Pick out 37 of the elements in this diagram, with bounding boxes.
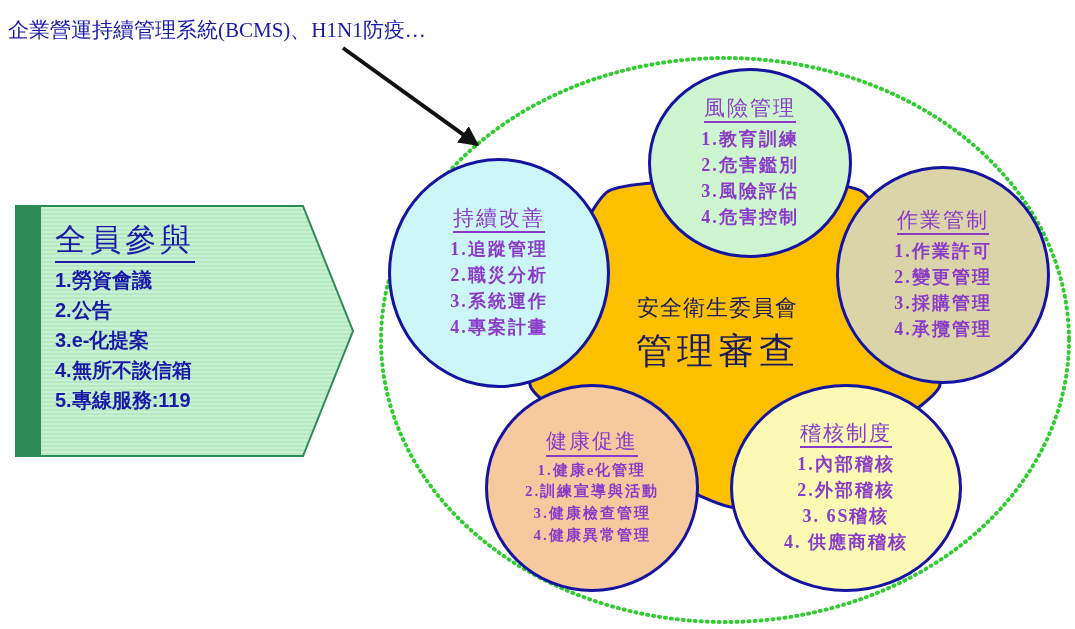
list-item: 3. 6S稽核 [802,505,890,529]
box-heading: 全員參與 [55,219,195,263]
list-item: 1.作業許可 [894,239,992,263]
list-item: 1.內部稽核 [797,452,895,476]
list-item: 3.e-化提案 [55,328,150,353]
heading-text: 企業營運持續管理系統(BCMS)、H1N1防疫… [8,17,426,44]
list-item: 2.外部稽核 [797,479,895,502]
list-item: 2.變更管理 [894,266,992,289]
circle-heading: 持續改善 [453,205,545,233]
circle-heading: 健康促進 [546,429,638,457]
list-item: 2.訓練宣導與活動 [524,482,660,502]
list-item: 4. 供應商稽核 [784,531,908,555]
list-item: 4.無所不談信箱 [55,358,192,383]
chevron-arrow-box [15,205,355,457]
dotted-ellipse [378,55,1072,625]
review-title: 管理審查 [635,330,800,373]
circle-heading: 稽核制度 [800,420,892,448]
list-item: 3.健康檢查管理 [533,504,651,524]
list-item: 1.教育訓練 [701,127,799,151]
list-item: 3.風險評估 [701,180,799,204]
list-item: 2.公告 [55,298,112,323]
committee-title: 安全衛生委員會 [637,294,798,322]
list-item: 4.承攬管理 [894,318,992,342]
list-item: 2.危害鑑別 [701,154,799,177]
list-item: 1.勞資會議 [55,268,152,293]
list-item: 2.職災分析 [450,264,548,287]
arrow [341,46,480,147]
list-item: 3.系統運作 [450,290,548,314]
list-item: 4.專案計畫 [450,316,548,340]
circle-heading: 風險管理 [704,95,796,123]
circle-heading: 作業管制 [897,207,989,235]
list-item: 3.採購管理 [894,292,992,316]
list-item: 1.健康e化管理 [537,460,647,480]
list-item: 4.危害控制 [701,206,799,230]
list-item: 1.追蹤管理 [450,237,548,261]
list-item: 4.健康異常管理 [533,525,651,545]
list-item: 5.專線服務:119 [55,388,191,413]
